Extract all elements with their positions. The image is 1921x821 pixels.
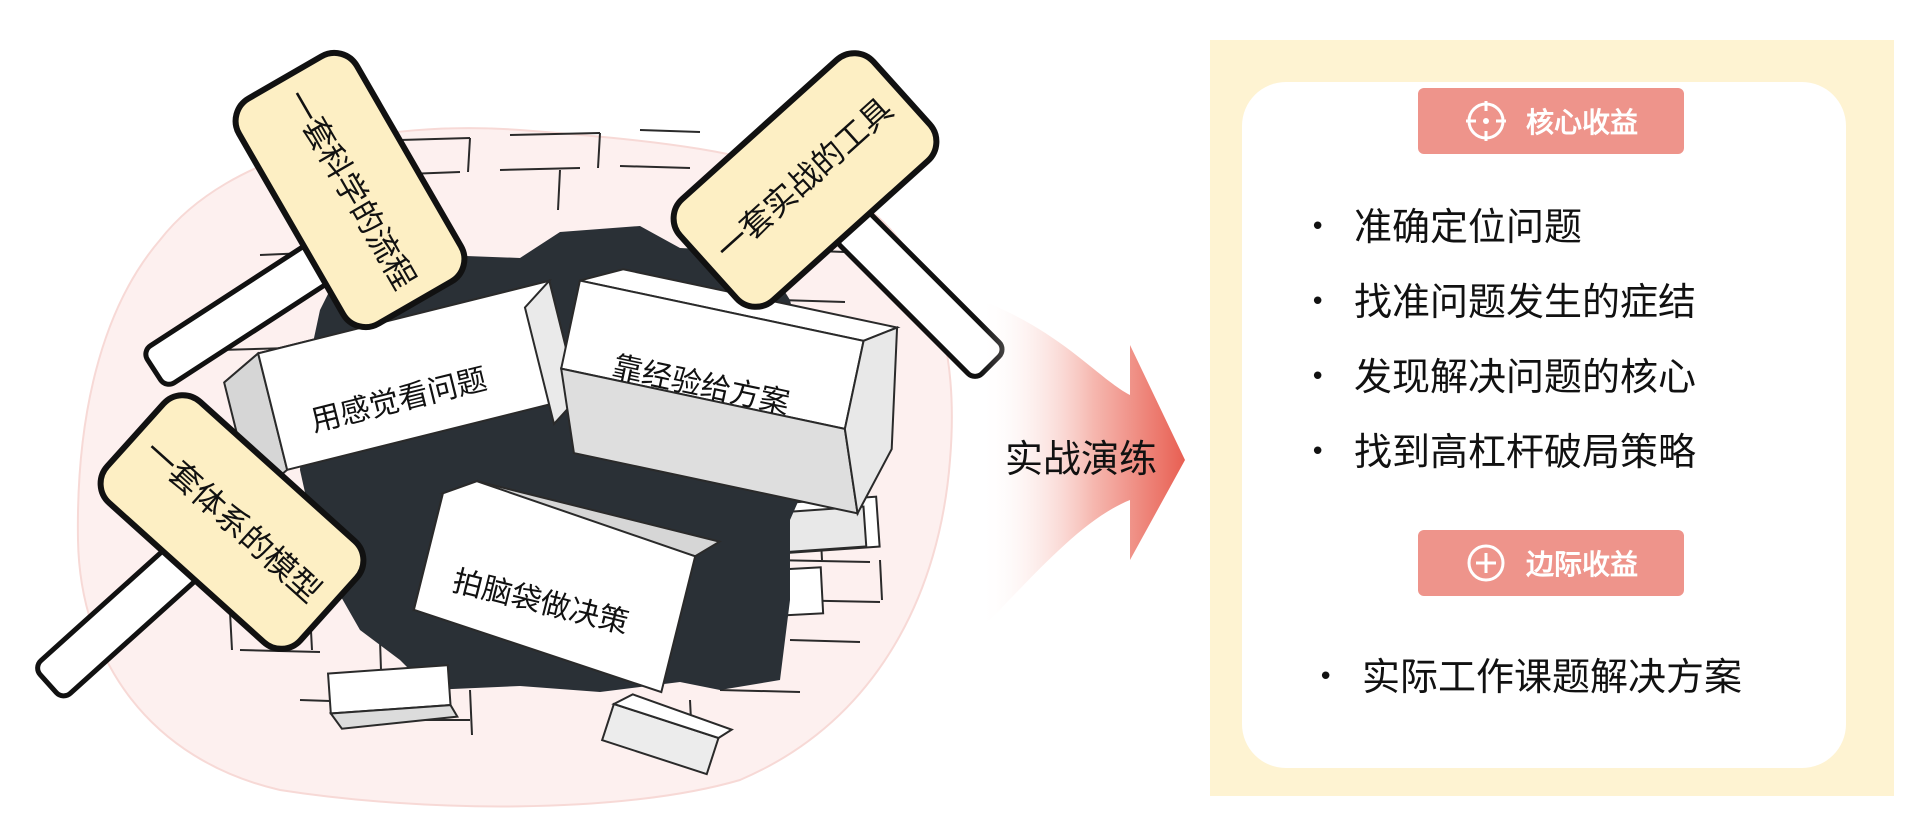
brick-gut-decision <box>412 479 723 694</box>
brick-experience <box>559 268 901 517</box>
plus-circle-icon <box>1467 544 1505 582</box>
list-item: 找到高杠杆破局策略 <box>1302 415 1696 490</box>
target-icon <box>1465 101 1506 141</box>
arrow-shape <box>980 300 1185 630</box>
small-brick <box>600 693 734 776</box>
list-item: 实际工作课题解决方案 <box>1310 640 1742 715</box>
marginal-benefits-list: 实际工作课题解决方案 <box>1310 640 1742 715</box>
list-item: 找准问题发生的症结 <box>1302 265 1696 340</box>
core-benefits-header: 核心收益 <box>1418 88 1684 154</box>
small-brick <box>326 664 460 730</box>
list-item: 发现解决问题的核心 <box>1302 340 1696 415</box>
arrow-label: 实战演练 <box>1005 437 1158 481</box>
marginal-benefits-header: 边际收益 <box>1418 530 1684 596</box>
list-item: 准确定位问题 <box>1302 190 1696 265</box>
marginal-benefits-title: 边际收益 <box>1525 548 1638 581</box>
core-benefits-title: 核心收益 <box>1525 106 1638 139</box>
core-benefits-list: 准确定位问题 找准问题发生的症结 发现解决问题的核心 找到高杠杆破局策略 <box>1302 190 1696 490</box>
